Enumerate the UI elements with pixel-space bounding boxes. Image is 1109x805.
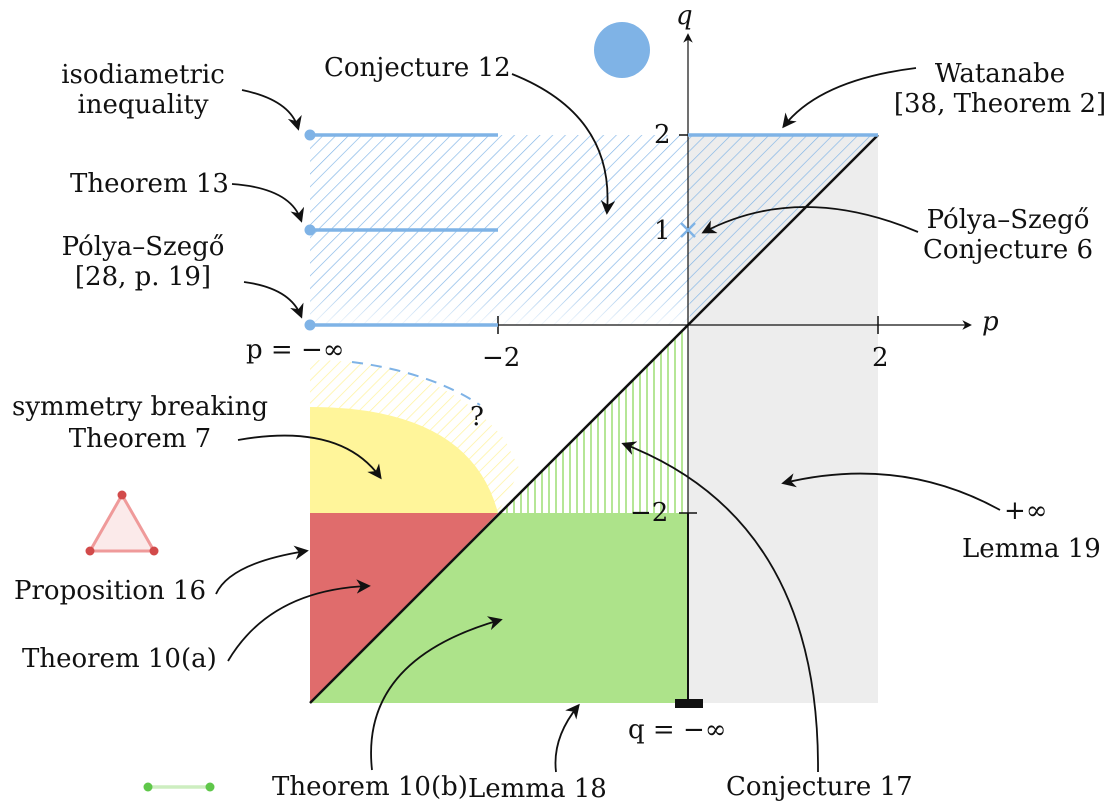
theorem10a-label: Theorem 10(a) [22,644,217,674]
tick-label-q-1: 1 [654,216,671,246]
arrow-isodiametric [241,89,302,131]
conjecture17-label: Conjecture 17 [726,772,913,802]
tick-label-q-2: 2 [654,120,671,150]
question-mark-label: ? [470,402,484,432]
arrow-symmetry [237,434,382,480]
arrow-polya2 [701,206,919,234]
q-neg-inf-label: q = −∞ [628,715,726,745]
arrow-polya1 [243,281,304,319]
arrow-prop16 [215,545,309,595]
arrow-conj17 [621,441,819,773]
plus-infinity-label: +∞ [1004,496,1047,526]
p-neg-inf-label: p = −∞ [246,335,344,365]
arrow-watanabe [782,67,917,129]
arrow-lemma18 [554,703,580,773]
lemma19-label: Lemma 19 [962,534,1101,564]
tick-label-p-neg2: −2 [482,343,520,373]
arrow-thm10b [370,616,503,771]
triangle-icon [85,490,159,556]
watanabe-label: Watanabe[38, Theorem 2] [894,59,1106,119]
theorem10b-label: Theorem 10(b) [272,772,468,802]
dashed-curve [351,361,481,406]
region-thm10b [310,513,688,703]
arrow-conjecture12 [511,73,616,215]
cross-mark-icon [680,222,696,238]
dot-isodiametric [304,129,316,141]
arrow-lemma19 [781,472,1001,511]
x-axis-label: p [982,307,999,337]
diagonal-line [309,134,879,704]
conjecture12-label: Conjecture 12 [324,53,511,83]
disk-icon [594,22,650,78]
annotation-arrows [215,67,1001,773]
polya-szego-label: Pólya–Szegő[28, p. 19] [62,232,225,292]
y-axis-label: q [676,1,693,31]
segment-icon [143,782,215,792]
arrow-theorem13 [231,183,305,223]
lemma18-label: Lemma 18 [468,774,607,804]
bottom-marker [675,699,703,708]
tick-label-p-2: 2 [872,343,889,373]
theorem13-label: Theorem 13 [70,169,229,199]
tick-label-q-neg2: −2 [630,498,668,528]
arrow-thm10a [227,579,371,662]
proposition16-label: Proposition 16 [14,576,206,606]
region-upper-hatched [310,135,878,325]
region-symmetry-breaking [310,407,498,513]
dot-polya1 [304,319,316,331]
dot-theorem13 [304,224,316,236]
